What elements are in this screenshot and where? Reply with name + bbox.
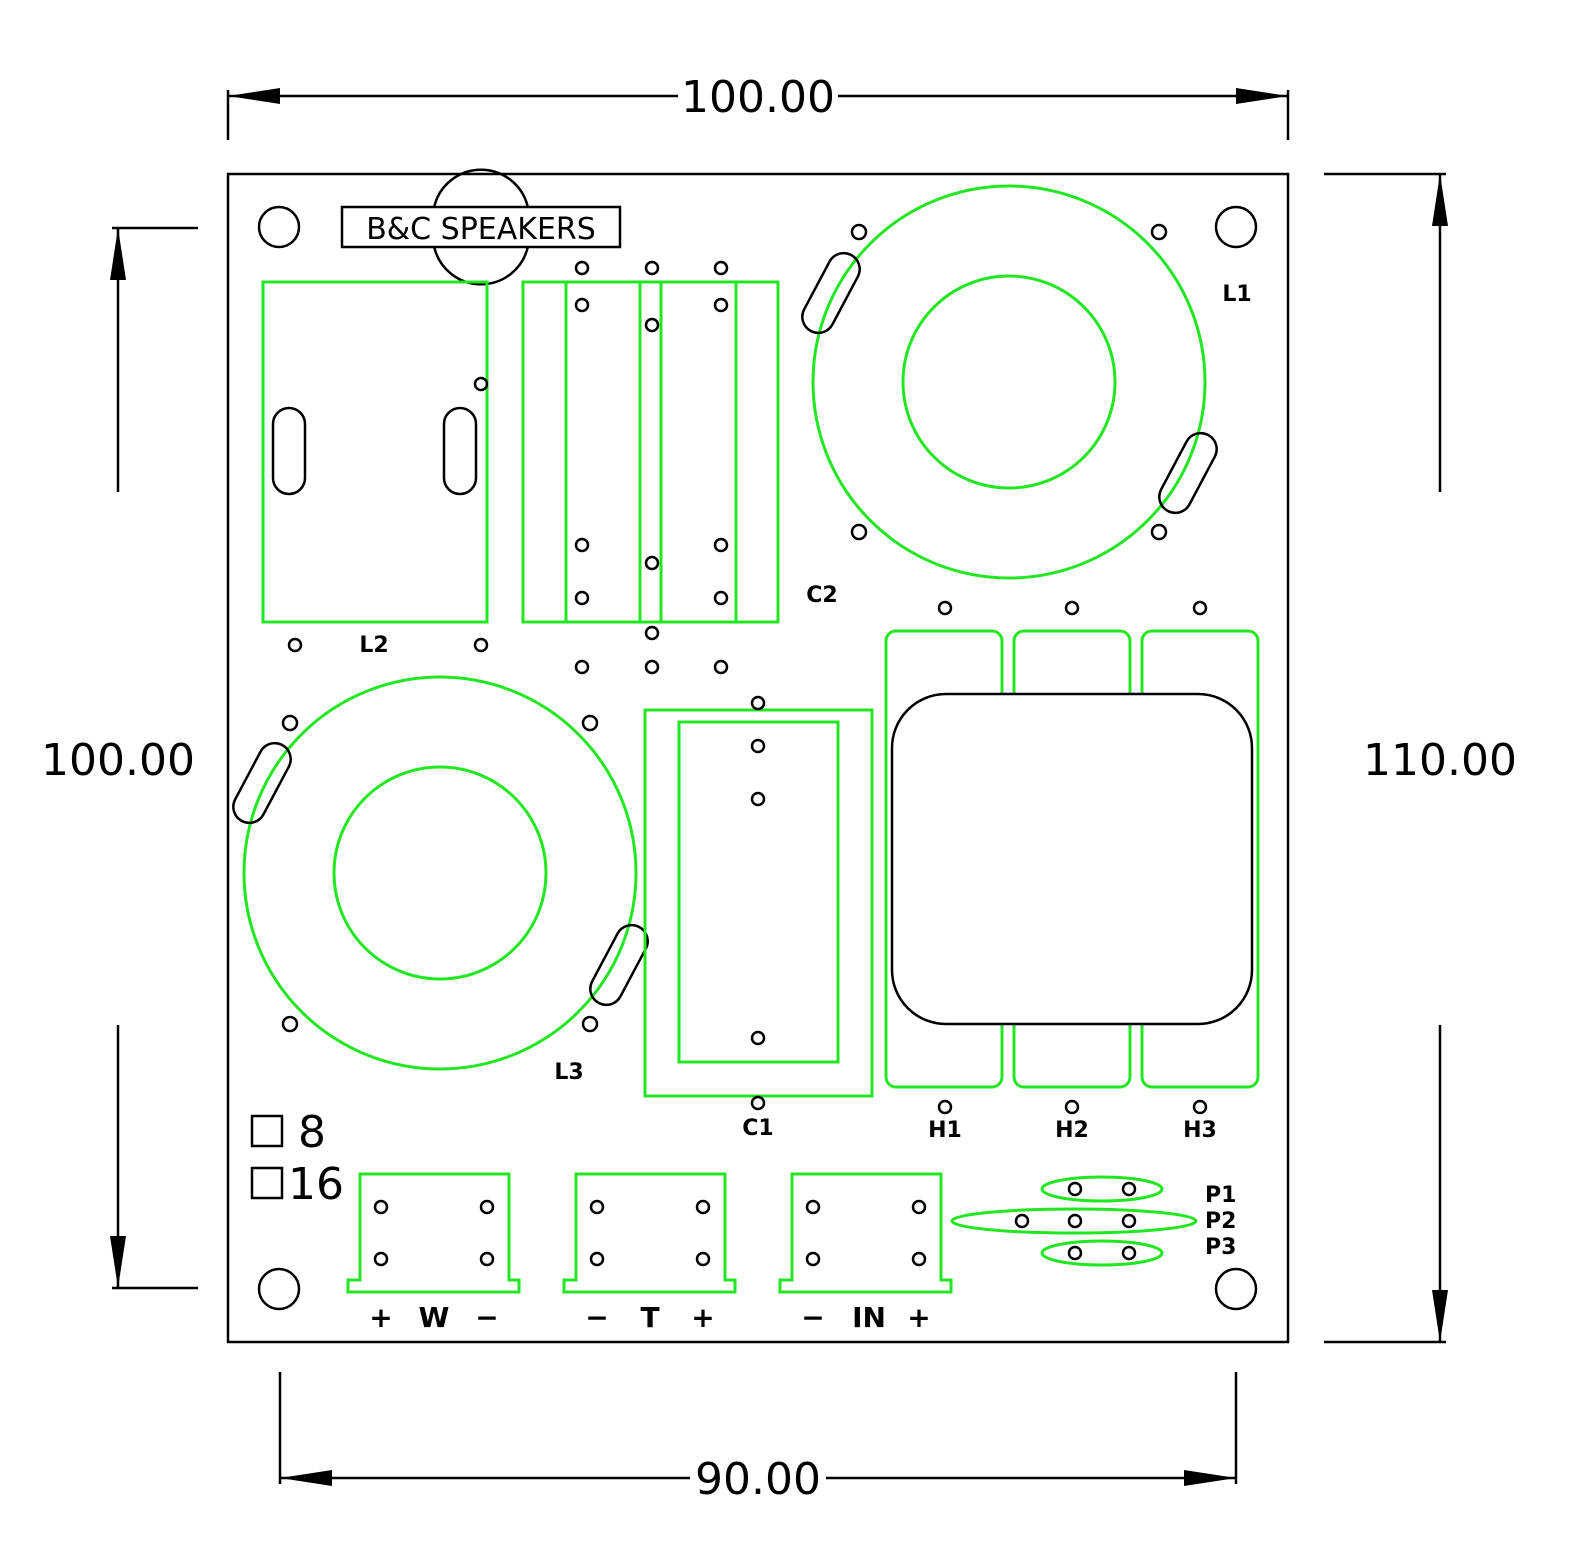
dimension-right-label: 110.00 <box>1363 735 1517 786</box>
woofer-minus: − <box>475 1301 498 1334</box>
dimension-left: 100.00 <box>41 226 198 1290</box>
c1-label: C1 <box>742 1116 773 1141</box>
p1-label: P1 <box>1205 1183 1236 1208</box>
mounting-holes <box>257 205 1258 1311</box>
l3-label: L3 <box>554 1060 583 1085</box>
terminal-input: − IN + <box>778 1172 953 1334</box>
woofer-plus: + <box>369 1301 392 1334</box>
h1-label: H1 <box>928 1118 962 1143</box>
dimension-right: 110.00 <box>1324 172 1517 1344</box>
board-outline <box>226 172 1290 1344</box>
terminal-tweeter: − T + <box>562 1172 737 1334</box>
l1-label: L1 <box>1222 282 1251 307</box>
capacitor-c1: C1 <box>643 695 874 1141</box>
transformer-h: H1 H2 H3 <box>884 600 1260 1143</box>
dimension-top: 100.00 <box>226 72 1290 140</box>
inductor-l3: L3 <box>232 675 649 1085</box>
input-name: IN <box>852 1301 886 1334</box>
dimension-left-label: 100.00 <box>41 735 195 786</box>
p2-label: P2 <box>1205 1209 1236 1234</box>
tweeter-minus: − <box>585 1301 608 1334</box>
impedance-16-label: 16 <box>288 1159 344 1210</box>
p3-label: P3 <box>1205 1235 1236 1260</box>
tweeter-name: T <box>640 1301 659 1334</box>
woofer-name: W <box>419 1301 450 1334</box>
inductor-l2: L2 <box>261 280 489 658</box>
h3-label: H3 <box>1183 1118 1217 1143</box>
dimension-top-label: 100.00 <box>681 72 835 123</box>
impedance-16-checkbox <box>250 1166 284 1200</box>
brand-logo: B&C SPEAKERS <box>340 168 622 286</box>
l2-label: L2 <box>359 633 388 658</box>
dimension-bottom: 90.00 <box>278 1372 1238 1505</box>
h2-label: H2 <box>1055 1118 1089 1143</box>
brand-text: B&C SPEAKERS <box>366 212 596 247</box>
impedance-8-checkbox <box>250 1114 284 1148</box>
inductor-l1: L1 <box>801 184 1252 580</box>
jumpers-p: P1 P2 P3 <box>950 1175 1236 1267</box>
input-plus: + <box>907 1301 930 1334</box>
input-minus: − <box>801 1301 824 1334</box>
impedance-selector: 8 16 <box>250 1107 344 1210</box>
dimension-bottom-label: 90.00 <box>695 1454 821 1505</box>
terminal-woofer: + W − <box>346 1172 521 1334</box>
impedance-8-label: 8 <box>298 1107 326 1158</box>
c2-label: C2 <box>806 583 837 608</box>
capacitor-c2: C2 <box>521 260 838 675</box>
tweeter-plus: + <box>691 1301 714 1334</box>
